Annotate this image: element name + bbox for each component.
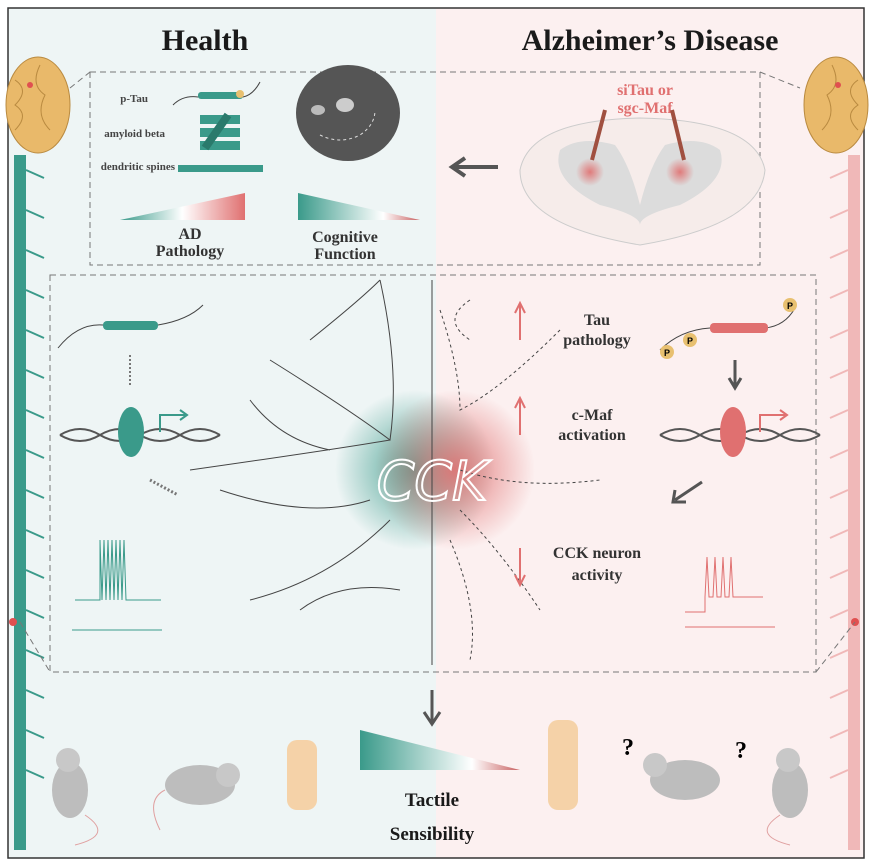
health-title: Health xyxy=(162,24,249,57)
svg-text:P: P xyxy=(787,301,793,311)
cognitive-function-label-2: Function xyxy=(314,246,375,263)
tau-label-1: Tau xyxy=(584,312,610,329)
mouse-walking-health xyxy=(153,763,240,831)
label-p-tau: p-Tau xyxy=(120,93,148,105)
label-amyloid-beta: amyloid beta xyxy=(104,128,165,140)
brain-icon-left xyxy=(5,56,71,154)
ad-pathology-label-1: AD xyxy=(178,226,201,243)
tactile-gradient xyxy=(360,730,520,770)
amyloid-beta-icon xyxy=(200,112,240,151)
cognitive-function-gradient xyxy=(298,193,420,220)
top-panel xyxy=(89,71,761,266)
ad-title: Alzheimer’s Disease xyxy=(522,24,779,57)
spinal-cord-section-icon xyxy=(519,109,766,246)
cmaf-label-1: c-Maf xyxy=(572,407,614,424)
tau-label-2: pathology xyxy=(563,332,631,349)
mouse-standing-health xyxy=(52,748,99,846)
neuron-dendrites-health xyxy=(189,279,433,665)
ad-pathology-gradient xyxy=(120,193,245,220)
hand-health xyxy=(287,740,317,810)
outer-border xyxy=(7,7,865,859)
cck-activity-label-1: CCK neuron xyxy=(553,545,641,562)
tactile-label-2: Sensibility xyxy=(390,824,475,845)
cck-label: CCK xyxy=(377,450,491,513)
mouse-walking-ad xyxy=(643,753,720,800)
left-arrow-icon xyxy=(448,156,498,178)
question-mark-2: ? xyxy=(735,738,747,764)
treatment-label-1: siTau or xyxy=(617,82,673,99)
middle-panel xyxy=(49,274,817,673)
cmaf-label-2: activation xyxy=(558,427,626,444)
firing-trace-health xyxy=(72,539,162,631)
label-dendritic-spines: dendritic spines xyxy=(101,161,176,173)
spinal-cord-right xyxy=(829,155,860,850)
svg-text:P: P xyxy=(664,348,670,358)
dna-cmaf-ad xyxy=(659,407,821,457)
down-arrow-cck xyxy=(514,548,526,588)
cognitive-function-label-1: Cognitive xyxy=(312,229,378,246)
ad-pathology-label-2: Pathology xyxy=(156,243,224,260)
p-tau-icon xyxy=(172,81,261,106)
p-tau-protein-ad: P P P xyxy=(659,298,797,359)
treatment-label-2: sgc-Maf xyxy=(617,100,673,117)
cck-activity-label-2: activity xyxy=(572,567,623,584)
neuron-dendrites-ad xyxy=(439,299,601,661)
down-arrow-ad xyxy=(727,360,743,391)
hand-ad xyxy=(548,720,578,810)
spinal-cord-left xyxy=(9,155,45,850)
neuron-soma-ad xyxy=(375,390,535,550)
water-maze-icon xyxy=(296,65,400,161)
firing-trace-ad xyxy=(685,556,775,628)
brain-icon-right xyxy=(803,56,869,154)
svg-text:P: P xyxy=(687,336,693,346)
arrow-ad xyxy=(671,480,703,504)
dna-cmaf-health xyxy=(59,407,221,457)
mouse-standing-ad xyxy=(766,748,808,846)
arrow-health xyxy=(149,478,179,497)
dendritic-spines-icon xyxy=(178,165,263,172)
up-arrow-tau xyxy=(514,300,526,340)
down-arrow-bottom xyxy=(422,690,442,727)
up-arrow-cmaf xyxy=(514,395,526,435)
question-mark-1: ? xyxy=(622,735,634,761)
tactile-label-1: Tactile xyxy=(405,790,459,811)
